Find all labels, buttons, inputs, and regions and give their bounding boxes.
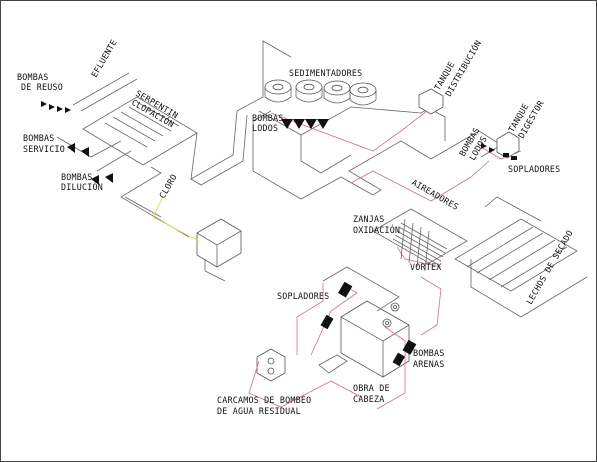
label-obra-cabeza-1: OBRA DE (353, 383, 390, 393)
sopladores-digestor-blowers (503, 153, 517, 160)
chlorine-line (152, 196, 200, 242)
label-cloro: CLORO (157, 172, 179, 200)
label-obra-cabeza-2: CABEZA (353, 394, 384, 404)
label-sedimentadores: SEDIMENTADORES (289, 68, 362, 78)
label-carcamos-2: DE AGUA RESIDUAL (217, 406, 301, 416)
label-vortex: VORTEX (410, 262, 441, 272)
sopladores-bottom-blowers (320, 281, 353, 330)
sedimentadores-group (264, 79, 377, 106)
bombas-servicio-pumps (67, 143, 89, 157)
label-bombas-arenas-2: ARENAS (413, 359, 444, 369)
label-bombas-dilucion-2: DILUCIÓN (61, 181, 103, 192)
tanque-distribucion (418, 88, 444, 115)
label-carcamos-1: CARCAMOS DE BOMBEO (217, 395, 311, 405)
clarifier-1 (264, 79, 292, 103)
label-sopladores-right: SOPLADORES (508, 164, 560, 174)
label-bombas-reuso-2: DE REUSO (21, 82, 63, 92)
label-bombas-arenas-1: BOMBAS (413, 348, 444, 358)
pipe-network (56, 40, 588, 382)
label-bombas-lodos-2: LODOS (252, 123, 278, 133)
carcamos-pumps (267, 357, 275, 375)
label-sopladores-bottom: SOPLADORES (277, 291, 329, 301)
tanque-digestor (496, 131, 520, 159)
clarifier-4 (349, 82, 377, 106)
clarifier-3 (323, 80, 351, 104)
label-zanjas-1: ZANJAS (353, 214, 384, 224)
aireadores-coils (392, 218, 448, 272)
label-bombas-reuso-1: BOMBAS (17, 72, 48, 82)
label-zanjas-2: OXIDACIÓN (353, 224, 400, 235)
obra-cabeza-equipment (382, 302, 400, 328)
bombas-dilucion-pumps (91, 173, 113, 185)
label-efluente: EFLUENTE (89, 38, 119, 79)
bombas-reuso-pumps (41, 101, 71, 113)
bombas-lodos-digestor-pumps (481, 143, 495, 153)
clarifier-2 (295, 79, 323, 103)
bombas-lodos-pumps (281, 119, 329, 129)
label-aireadores: AIREADORES (410, 177, 460, 212)
label-bombas-servicio-2: SERVICIO (23, 144, 65, 154)
label-bombas-dilucion-1: BOMBAS (61, 172, 92, 182)
bombas-arenas-pumps (392, 339, 417, 367)
label-bombas-servicio-1: BOMBAS (23, 133, 54, 143)
label-bombas-lodos-1: BOMBAS (252, 113, 283, 123)
